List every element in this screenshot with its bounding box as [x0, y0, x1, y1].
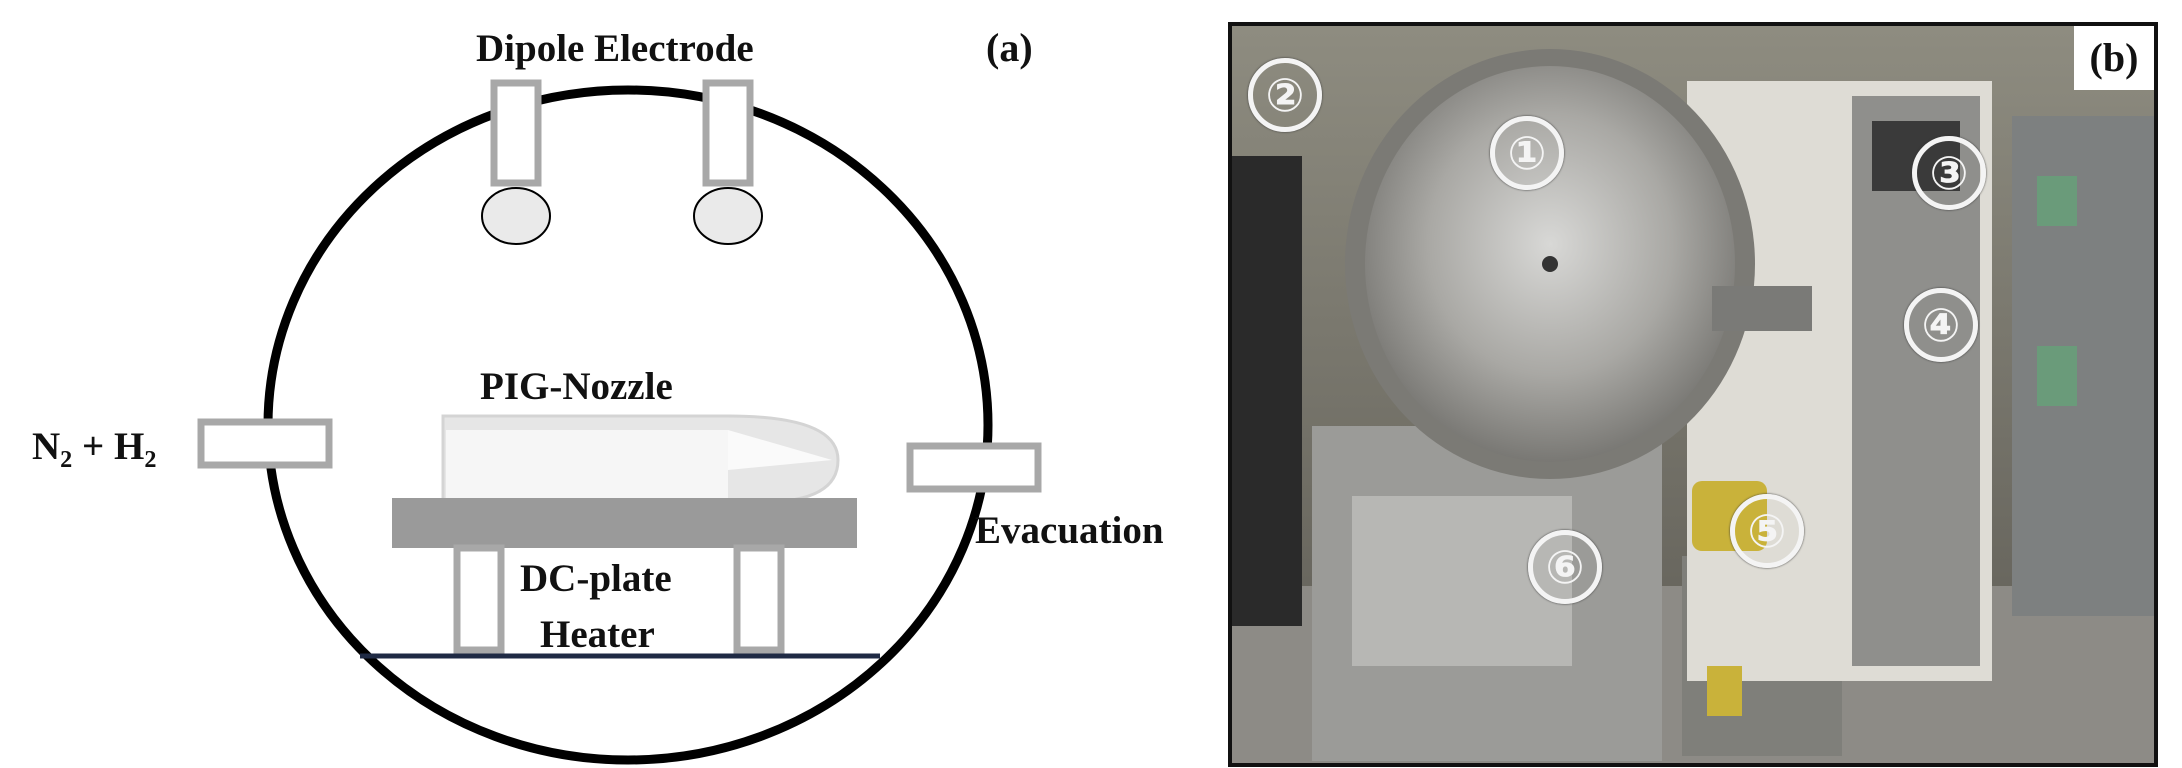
side-flange: [1712, 286, 1812, 331]
gas-inlet-label: N2 + H2: [32, 424, 156, 473]
heater-label: Heater: [540, 613, 655, 656]
chamber-diagram: [197, 79, 1042, 765]
electrode-ball-right: [693, 187, 763, 245]
gas-inlet-h: + H: [72, 425, 145, 468]
callout-4: ④: [1904, 288, 1978, 362]
dipole-electrode-right: [702, 79, 754, 187]
evacuation-port: [906, 442, 1042, 493]
panel-b-photo: (b) ① ② ③ ④ ⑤ ⑥: [1228, 22, 2158, 767]
gas-inlet-port: [197, 418, 333, 469]
dipole-electrode-left: [490, 79, 542, 187]
apparatus-photo: [1232, 26, 2154, 763]
electrode-ball-left: [481, 187, 551, 245]
pig-nozzle-label: PIG-Nozzle: [480, 365, 673, 408]
panel-b-tag: (b): [2074, 26, 2154, 90]
callout-2: ②: [1248, 58, 1322, 132]
callout-3: ③: [1912, 136, 1986, 210]
panel-a-schematic: (a) Dipole Electrode PIG-Nozzle N2 + H2 …: [32, 25, 1164, 765]
heater-leg-left: [453, 544, 505, 654]
dc-plate: [392, 498, 857, 548]
gas-inlet-sub-h: 2: [144, 445, 157, 473]
yellow-pump-2: [1707, 666, 1742, 716]
background-box-2: [2037, 346, 2077, 406]
heater-leg-right: [733, 544, 785, 654]
gas-inlet-n: N: [32, 425, 61, 468]
callout-6: ⑥: [1528, 530, 1602, 604]
lid-center: [1542, 256, 1558, 272]
nozzle-body-highlight: [446, 430, 728, 498]
panel-a-tag: (a): [986, 25, 1033, 70]
evacuation-label: Evacuation: [975, 509, 1164, 552]
background-box: [2037, 176, 2077, 226]
gas-inlet-sub-n: 2: [60, 445, 73, 473]
callout-1: ①: [1490, 116, 1564, 190]
background-rack: [2012, 116, 2154, 616]
dc-plate-label: DC-plate: [520, 557, 672, 600]
callout-5: ⑤: [1730, 494, 1804, 568]
gas-cylinder: [1232, 156, 1302, 626]
dipole-electrode-label: Dipole Electrode: [476, 27, 754, 70]
nozzle-tip: [728, 430, 832, 470]
